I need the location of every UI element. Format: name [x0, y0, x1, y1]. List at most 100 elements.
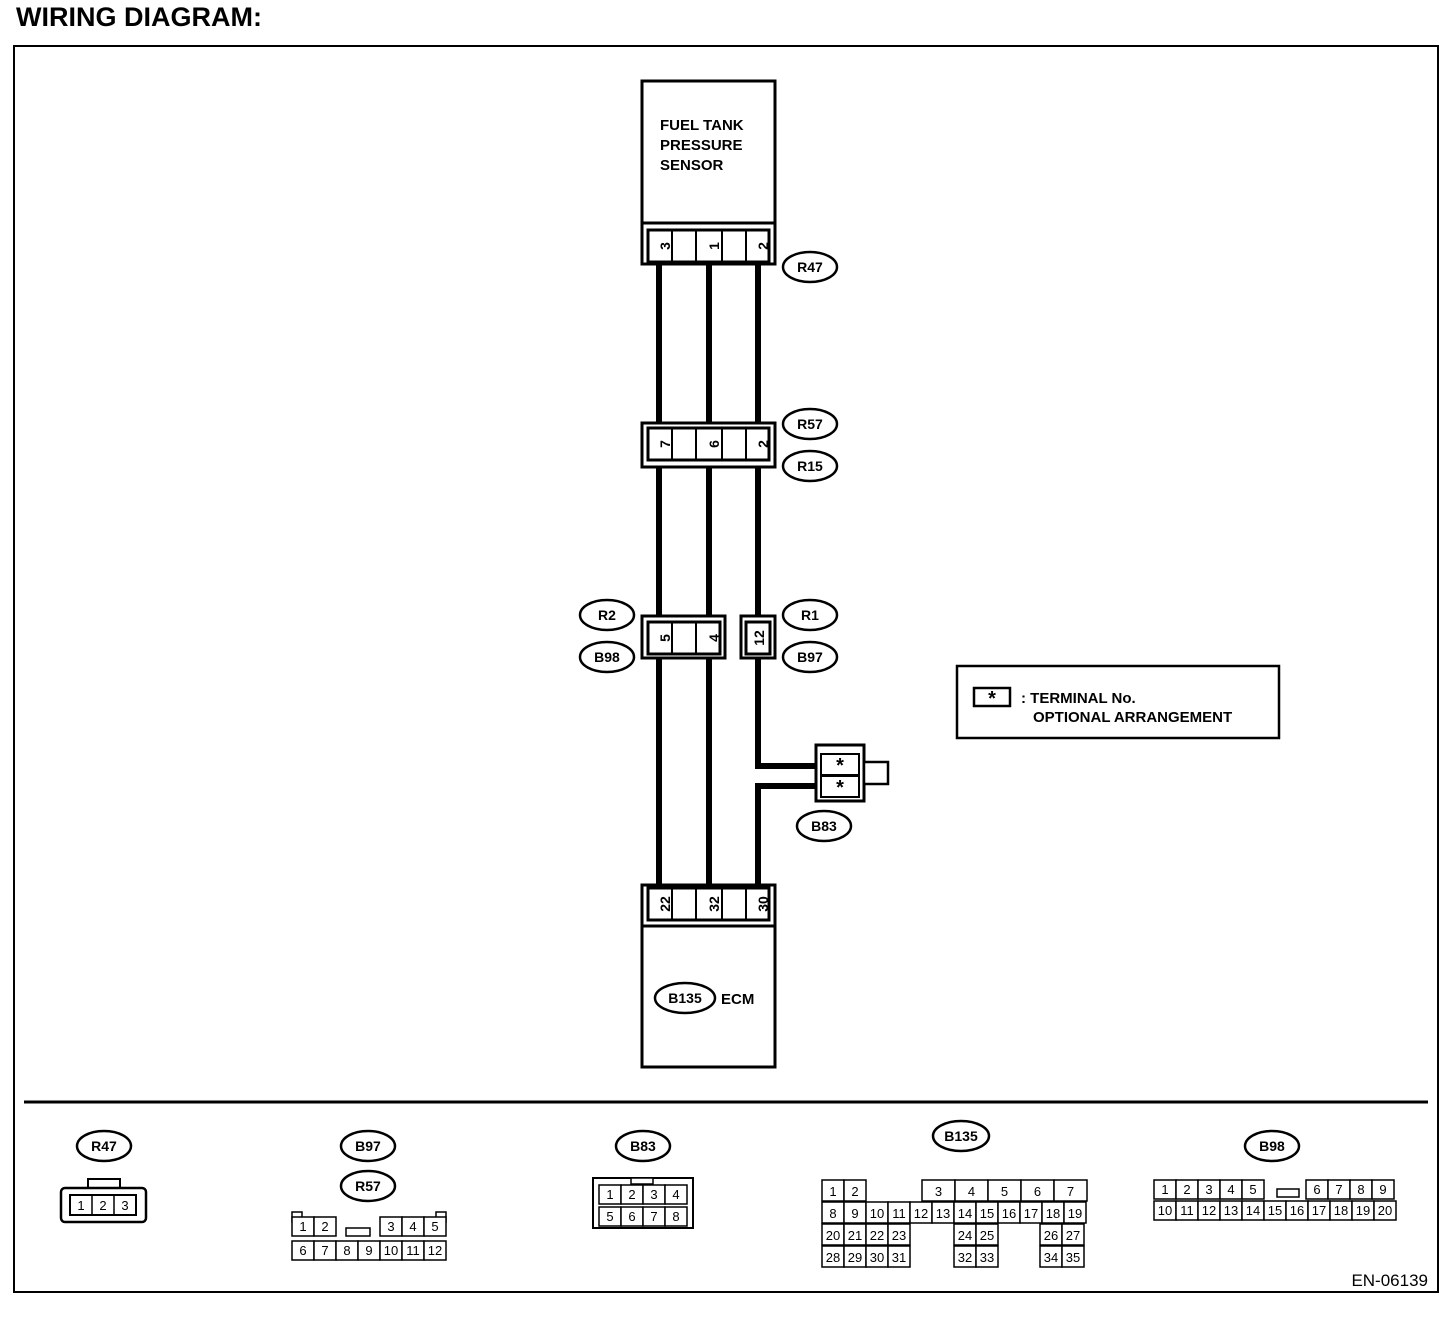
- b135-pin-28: 28: [826, 1250, 840, 1265]
- b135-pin-1: 1: [829, 1184, 836, 1199]
- b98-pin-20: 20: [1378, 1203, 1392, 1218]
- connector-label-b135: B135: [668, 990, 702, 1006]
- b135-cell-7: [1053, 1179, 1088, 1202]
- b97-pin-10: 10: [384, 1243, 398, 1258]
- connector-oval-b83: [795, 809, 853, 843]
- fuel-tank-pressure-sensor: FUEL TANK PRESSURE SENSOR 3 1 2 R47: [640, 79, 839, 284]
- b97-cell-5: [423, 1216, 447, 1237]
- junction-1-cells: [646, 426, 771, 462]
- ecm-pin-30: 30: [755, 896, 771, 912]
- connector-oval-r2: [578, 598, 636, 632]
- b135-cell-33: [975, 1245, 999, 1268]
- ecm-pin-32: 32: [706, 896, 722, 912]
- b135-pin-31: 31: [892, 1250, 906, 1265]
- b97-pin-9: 9: [365, 1243, 372, 1258]
- b98-pin-2: 2: [1183, 1182, 1190, 1197]
- b98-pin-7: 7: [1335, 1182, 1342, 1197]
- r47-pin-1: 1: [77, 1198, 84, 1213]
- b135-pin-6: 6: [1034, 1184, 1041, 1199]
- b83-tab: [862, 760, 890, 786]
- b135-pin-27: 27: [1066, 1228, 1080, 1243]
- b97-pin-6: 6: [299, 1243, 306, 1258]
- b97-pin-1: 1: [299, 1219, 306, 1234]
- b135-pin-21: 21: [848, 1228, 862, 1243]
- b135-pin-26: 26: [1044, 1228, 1058, 1243]
- view-label-b83: B83: [630, 1138, 656, 1154]
- b135-pin-4: 4: [968, 1184, 975, 1199]
- connector-oval-r1: [781, 598, 839, 632]
- b97-pin-7: 7: [321, 1243, 328, 1258]
- connector-oval-b135: [653, 981, 717, 1015]
- b135-pin-24: 24: [958, 1228, 972, 1243]
- b98-pin-9: 9: [1379, 1182, 1386, 1197]
- b83-view-pin-1: 1: [606, 1187, 613, 1202]
- legend-symbol-box: [972, 686, 1012, 708]
- ecm-pin-22: 22: [657, 896, 673, 912]
- b98-cell-9: [1371, 1179, 1395, 1200]
- b83-view-pin-6: 6: [628, 1209, 635, 1224]
- b83-view-pin-2: 2: [628, 1187, 635, 1202]
- ecm-connector-cells: [646, 886, 771, 922]
- sensor-connector-cells: [646, 228, 771, 264]
- b135-pin-17: 17: [1024, 1206, 1038, 1221]
- b135-pin-7: 7: [1067, 1184, 1074, 1199]
- connector-label-b97: B97: [797, 649, 823, 665]
- connector-label-r2: R2: [598, 607, 616, 623]
- b135-pin-14: 14: [958, 1206, 972, 1221]
- b98-pin-16: 16: [1290, 1203, 1304, 1218]
- connector-label-r1: R1: [801, 607, 819, 623]
- b98-pin-6: 6: [1313, 1182, 1320, 1197]
- ecm-label: ECM: [721, 991, 754, 1008]
- junction-1-pin-6: 6: [706, 440, 722, 448]
- b98-cell-5: [1241, 1179, 1265, 1200]
- connector-oval-r15: [781, 449, 839, 483]
- b97-pin-5: 5: [431, 1219, 438, 1234]
- b97-pin-12: 12: [428, 1243, 442, 1258]
- b135-cell-19: [1063, 1201, 1087, 1224]
- b135-pin-12: 12: [914, 1206, 928, 1221]
- b97-pin-8: 8: [343, 1243, 350, 1258]
- legend-box: * : TERMINAL No. OPTIONAL ARRANGEMENT: [955, 664, 1281, 740]
- b97-cell-2: [313, 1216, 337, 1237]
- b83-view-cell-4: [664, 1184, 688, 1205]
- b135-pin-23: 23: [892, 1228, 906, 1243]
- b98-pin-18: 18: [1334, 1203, 1348, 1218]
- wire-c-3: [755, 658, 820, 769]
- r47-pin-2: 2: [99, 1198, 106, 1213]
- b83-view-pin-7: 7: [650, 1209, 657, 1224]
- view-label-b98: B98: [1259, 1138, 1285, 1154]
- b83-view-cell-8: [664, 1206, 688, 1227]
- b135-cell-23: [887, 1223, 911, 1246]
- b98-pin-5: 5: [1249, 1182, 1256, 1197]
- b98-pin-8: 8: [1357, 1182, 1364, 1197]
- sensor-pin-3: 3: [657, 242, 673, 250]
- connector-oval-b97: [781, 640, 839, 674]
- connector-oval-r57: [781, 407, 839, 441]
- b98-pin-11: 11: [1180, 1203, 1194, 1218]
- b135-pin-16: 16: [1002, 1206, 1016, 1221]
- junction-1-pin-7: 7: [657, 440, 673, 448]
- b98-pin-15: 15: [1268, 1203, 1282, 1218]
- b135-pin-18: 18: [1046, 1206, 1060, 1221]
- b135-pin-30: 30: [870, 1250, 884, 1265]
- b135-pin-20: 20: [826, 1228, 840, 1243]
- b135-cell-35: [1061, 1245, 1085, 1268]
- b135-pin-35: 35: [1066, 1250, 1080, 1265]
- b97-cell-12: [423, 1240, 447, 1261]
- b135-cell-25: [975, 1223, 999, 1246]
- legend-line-1: : TERMINAL No.: [1021, 690, 1136, 707]
- b97-pin-2: 2: [321, 1219, 328, 1234]
- sensor-label-line-2: PRESSURE: [660, 137, 743, 154]
- view-label-r57: R57: [355, 1178, 381, 1194]
- connector-label-b83: B83: [811, 818, 837, 834]
- b97-pin-4: 4: [409, 1219, 416, 1234]
- b98-pin-17: 17: [1312, 1203, 1326, 1218]
- b98-pin-14: 14: [1246, 1203, 1260, 1218]
- b98-pin-10: 10: [1158, 1203, 1172, 1218]
- junction-2a-pin-4: 4: [706, 634, 722, 642]
- connector-oval-b98: [578, 640, 636, 674]
- b83-pin-star-1: *: [836, 755, 844, 777]
- b135-pin-32: 32: [958, 1250, 972, 1265]
